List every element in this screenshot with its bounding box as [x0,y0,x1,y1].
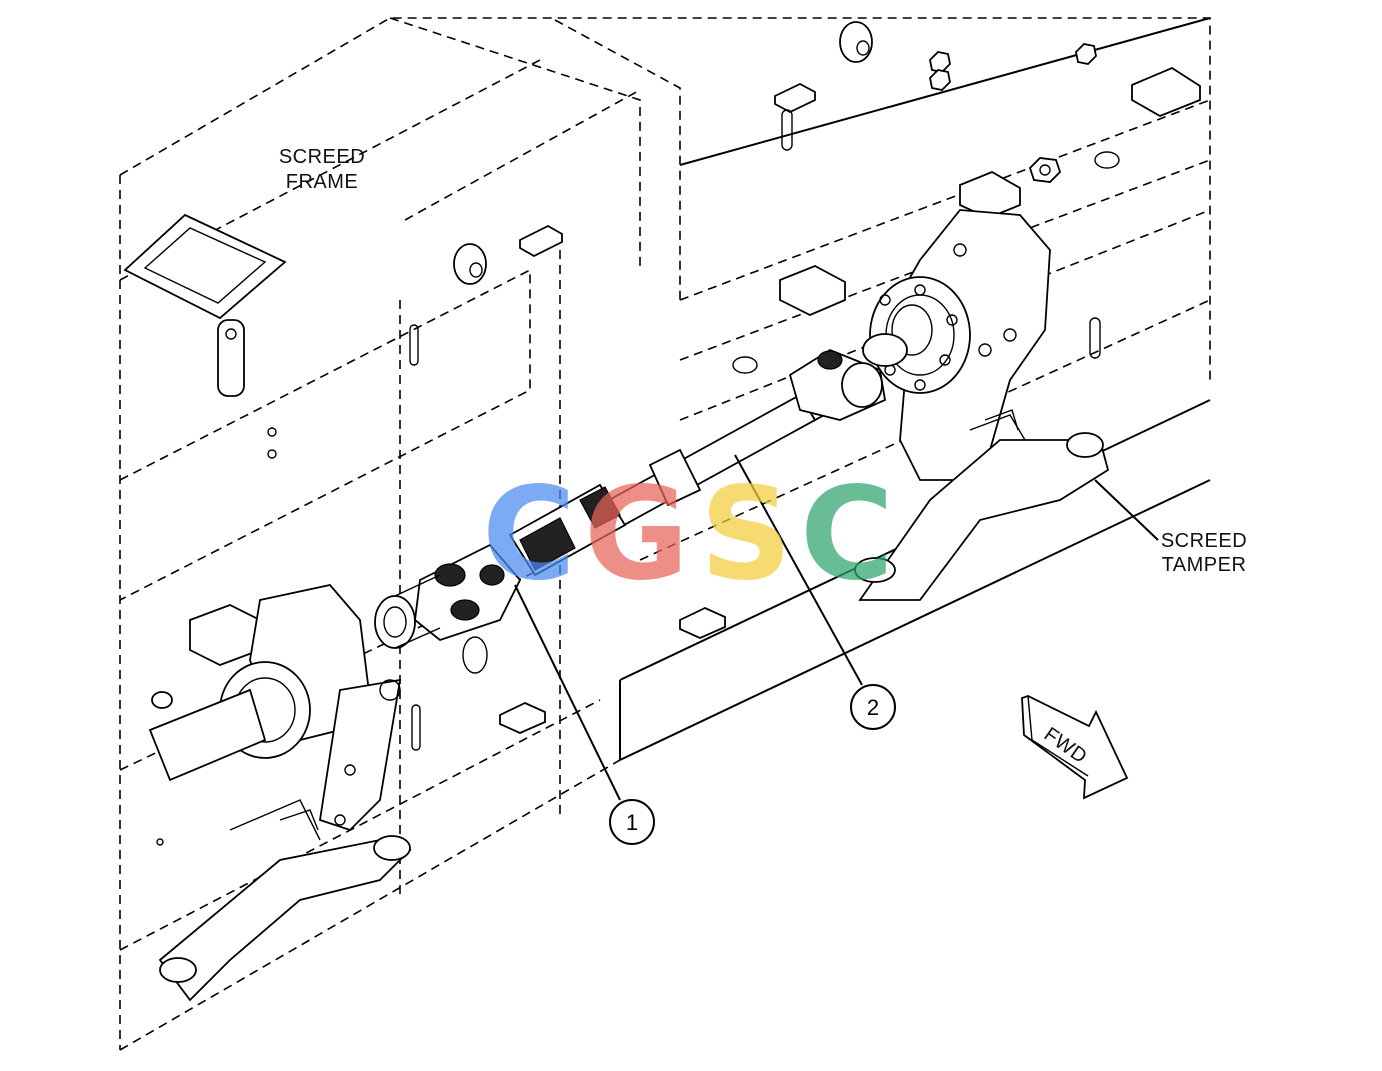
callout-1-number: 1 [626,810,638,835]
frame-fasteners [267,21,1201,459]
left-gearbox [148,584,412,1002]
drive-shaft [374,333,908,649]
watermark-letter-c1: C [482,460,576,609]
screed-frame-outline [119,17,1211,1051]
cgsc-watermark: C G S C [482,460,894,609]
leader-lines [514,454,1159,801]
callout-1: 1 [609,799,655,845]
watermark-letter-s: S [700,460,792,609]
screed-frame-label-line2: FRAME [286,171,359,193]
watermark-letter-g: G [584,460,689,609]
lower-brackets [411,607,726,751]
callout-2: 2 [850,684,896,730]
callout-2-number: 2 [867,695,879,720]
frame-hatch [123,213,287,397]
fwd-arrow: FWD [1021,695,1129,800]
screed-tamper-label-line2: TAMPER [1162,554,1247,576]
screed-tamper-label-line1: SCREED [1161,530,1247,552]
watermark-letter-c2: C [800,460,894,609]
screed-frame-label-line1: SCREED [279,146,365,168]
